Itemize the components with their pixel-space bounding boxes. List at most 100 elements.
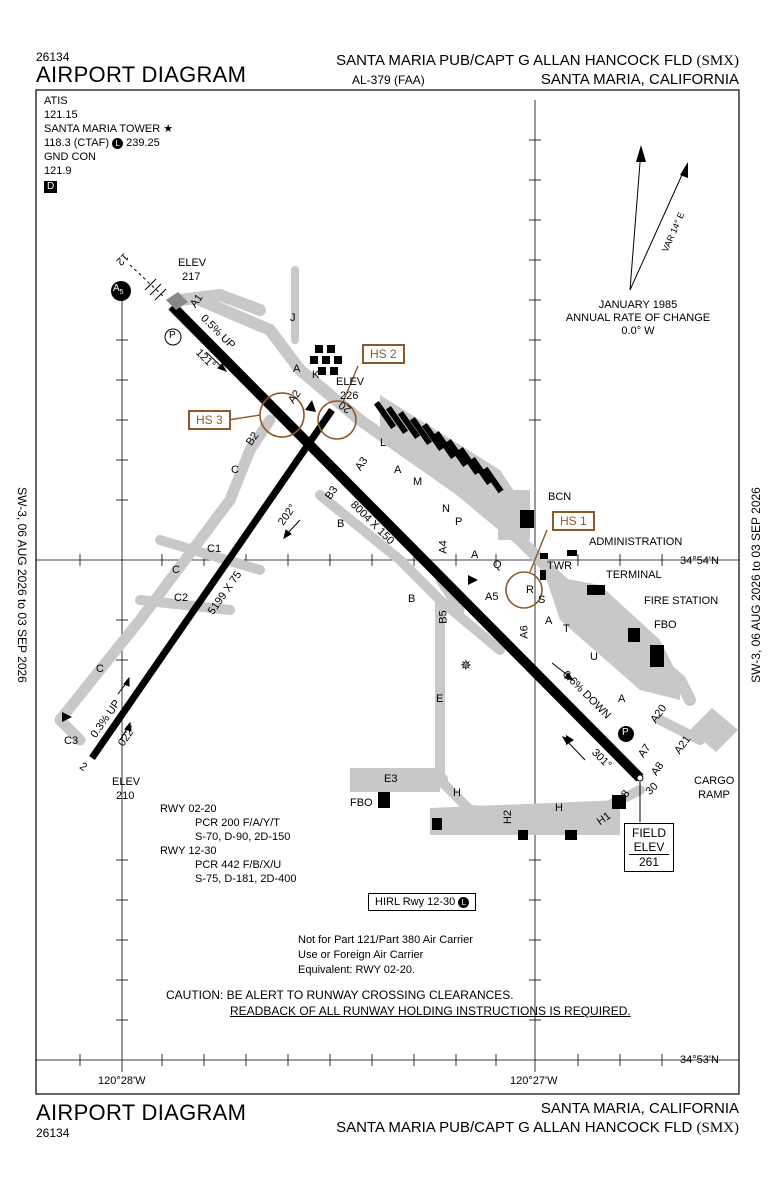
readback-note: READBACK OF ALL RUNWAY HOLDING INSTRUCTI…: [230, 1004, 631, 1018]
taxiway-c: [54, 414, 276, 726]
hangar-row: [310, 345, 664, 840]
ground-label: GND CON: [44, 151, 96, 163]
lon-left: 120°28'W: [98, 1075, 146, 1087]
footer-airport-name: SANTA MARIA PUB/CAPT G ALLAN HANCOCK FLD…: [336, 1119, 739, 1136]
taxiway-label-e: E: [436, 693, 444, 705]
footer-airport-code: (SMX): [696, 1120, 739, 1136]
footer-location: SANTA MARIA, CALIFORNIA: [540, 1100, 739, 1117]
taxiway-label-l: L: [380, 437, 387, 449]
pcr-rwy-12-30-value: PCR 442 F/B/X/U: [195, 859, 282, 871]
elev-20-label: ELEV: [336, 376, 365, 388]
windsock-icon-2: [566, 735, 574, 745]
d-atis-badge: D: [44, 181, 58, 193]
tower-label: SANTA MARIA TOWER ★: [44, 123, 174, 135]
north-arrow: [629, 145, 688, 291]
parking-marker-30: [618, 726, 634, 742]
taxiway-label-t: T: [563, 623, 570, 635]
taxiway-label-h2: H2: [502, 809, 515, 825]
runway-12-30: [168, 302, 644, 782]
taxiway-label-k: K: [312, 369, 320, 381]
fire-station-label: FIRE STATION: [644, 595, 719, 607]
tower-building-label: TWR: [547, 560, 573, 572]
part121-note-1: Not for Part 121/Part 380 Air Carrier: [298, 934, 473, 946]
lighting-badge: L: [112, 138, 124, 149]
elev-12-label: ELEV: [178, 257, 207, 269]
location: SANTA MARIA, CALIFORNIA: [540, 71, 739, 88]
airport-code: (SMX): [696, 53, 739, 69]
taxiway-label-a-5: A: [618, 693, 626, 705]
ground-frequency: 121.9: [44, 165, 72, 177]
airport-name: SANTA MARIA PUB/CAPT G ALLAN HANCOCK FLD…: [336, 52, 739, 69]
taxiway-label-n: N: [442, 503, 450, 515]
atis-label: ATIS: [44, 95, 68, 107]
rate-label: ANNUAL RATE OF CHANGE: [565, 312, 711, 324]
chart-id: 26134: [36, 50, 70, 64]
pcr-rwy-02-20: RWY 02-20: [160, 803, 217, 815]
taxiway-label-u: U: [590, 651, 598, 663]
taxiway-label-h-2: H: [555, 802, 563, 814]
pcr-rwy-12-30: RWY 12-30: [160, 845, 217, 857]
parking-marker-12: [164, 328, 182, 346]
hirl-note: HIRL Rwy 12-30 L: [368, 893, 477, 911]
windsock-icon-4: [305, 400, 316, 412]
tower-frequency: 118.3 (CTAF) L 239.25: [44, 137, 160, 149]
elev-02-label: ELEV: [112, 776, 141, 788]
taxiway-label-s: S: [538, 594, 546, 606]
taxiway-label-a4: A4: [437, 540, 450, 554]
runway-30-end-marker: [636, 774, 644, 782]
taxiway-label-a-4: A: [545, 615, 553, 627]
lon-right: 120°27'W: [510, 1075, 558, 1087]
hot-spot-2-circle: [317, 400, 357, 440]
lat-ticks: [79, 139, 663, 1066]
part121-note-2: Use or Foreign Air Carrier: [298, 949, 424, 961]
cargo-ramp-label-1: CARGO: [694, 775, 735, 787]
hot-spot-3-label: HS 3: [188, 410, 231, 430]
taxiway-label-q: Q: [493, 559, 502, 571]
lat-bottom: 34°53'N: [680, 1054, 719, 1066]
lighting-badge-hirl: L: [458, 897, 470, 908]
elev-20-value: 226: [340, 390, 359, 402]
taxiway-label-a-3: A: [471, 549, 479, 561]
taxiway-label-c-3: C: [96, 663, 104, 675]
taxiway-label-a5: A5: [485, 591, 499, 603]
footer-chart-id: 26134: [36, 1126, 70, 1140]
taxiway-label-p: P: [455, 516, 463, 528]
epoch: JANUARY 1985: [598, 299, 678, 311]
lat-top: 34°54'N: [680, 555, 719, 567]
taxiway-label-c-2: C: [172, 564, 180, 576]
windsock-icon-3: [62, 712, 72, 722]
caution-note: CAUTION: BE ALERT TO RUNWAY CROSSING CLE…: [166, 988, 514, 1002]
pcr-rwy-02-20-value: PCR 200 F/A/Y/T: [195, 817, 280, 829]
star-icon: ★: [163, 123, 174, 135]
taxiway-label-c2: C2: [174, 592, 189, 604]
fbo-east-label: FBO: [654, 619, 677, 631]
taxiway-label-b5: B5: [437, 610, 450, 624]
taxiway-label-b-2: B: [408, 593, 416, 605]
p-marker-12: P: [169, 330, 176, 341]
taxiway-label-m: M: [413, 476, 423, 488]
taxiway-label-h-1: H: [453, 787, 461, 799]
taxiway-label-a-1: A: [293, 363, 301, 375]
chart-title: AIRPORT DIAGRAM: [36, 62, 247, 87]
beacon-label: BCN: [548, 491, 572, 503]
taxiway-label-b-1: B: [337, 518, 345, 530]
approach-lights-12: [129, 264, 167, 301]
taxiway-label-e3: E3: [384, 773, 398, 785]
elev-12-value: 217: [182, 271, 201, 283]
cargo-ramp-label-2: RAMP: [698, 789, 730, 801]
hot-spot-1-label: HS 1: [552, 511, 595, 531]
pcr-rwy-12-30-weights: S-75, D-181, 2D-400: [195, 873, 297, 885]
taxiway-label-c1: C1: [207, 543, 222, 555]
runway-02-20: [89, 408, 335, 760]
a5-marker-label: A5: [113, 283, 124, 296]
elev-02-value: 210: [116, 790, 135, 802]
administration-label: ADMINISTRATION: [589, 536, 683, 548]
taxiway-label-a-2: A: [394, 464, 402, 476]
footer-title: AIRPORT DIAGRAM: [36, 1100, 247, 1125]
terminal-label: TERMINAL: [606, 569, 662, 581]
part121-note-3: Equivalent: RWY 02-20.: [298, 964, 415, 976]
p-marker-30: P: [622, 727, 629, 738]
hot-spot-1-circle: [505, 571, 543, 609]
taxiway-label-c-1: C: [231, 464, 239, 476]
